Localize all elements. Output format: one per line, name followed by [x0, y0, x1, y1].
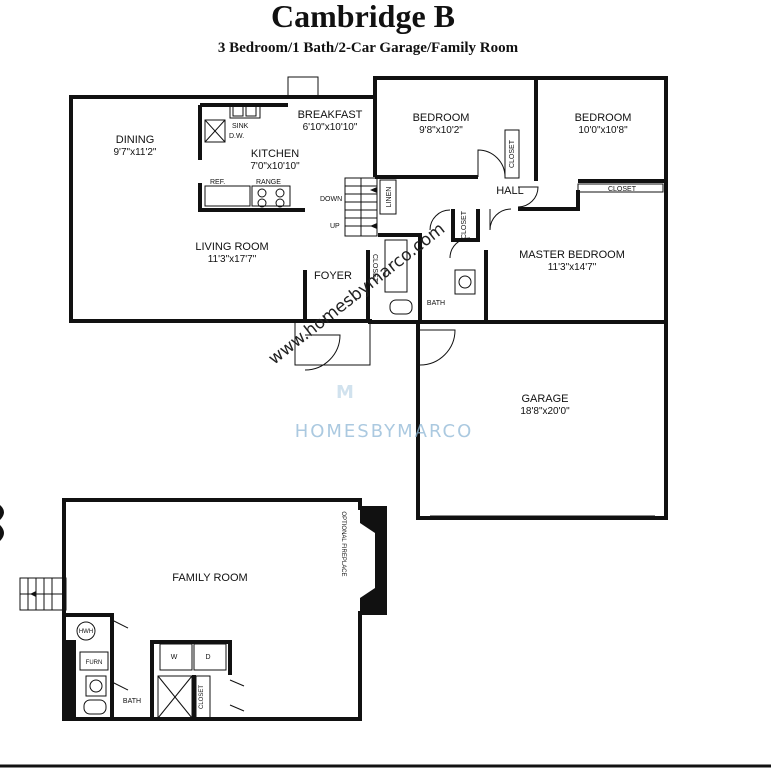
- master-bedroom-dims: 11'3"x14'7": [548, 262, 597, 273]
- dryer: [193, 643, 227, 671]
- lower-sink: [85, 675, 107, 697]
- master-closet-box: [577, 183, 664, 193]
- wall-master-closet: [518, 190, 580, 211]
- washer: [159, 643, 193, 671]
- lower-stairs: [19, 577, 67, 611]
- main-doors: [304, 149, 539, 371]
- door-hwh: [111, 619, 129, 629]
- door-closet: [229, 679, 245, 687]
- dining-label: DINING: [116, 134, 155, 146]
- watermark-brand: HOMESBYMARCO: [295, 421, 474, 442]
- foyer-closet-label: CLOSET: [371, 254, 378, 283]
- water-heater: [76, 621, 96, 641]
- shower: [157, 675, 193, 719]
- wall-closet-hall: [451, 209, 480, 242]
- front-stoop: [294, 321, 371, 366]
- garage-dims: 18'8"x20'0": [520, 406, 570, 417]
- master-closet-label: CLOSET: [608, 186, 637, 193]
- hwh-label: HWH: [79, 629, 93, 635]
- bedroom-closet-box: [504, 129, 520, 179]
- page-subtitle: 3 Bedroom/1 Bath/2-Car Garage/Family Roo…: [218, 40, 519, 56]
- bedroom-1-label: BEDROOM: [413, 112, 470, 124]
- range-label: RANGE: [256, 179, 281, 186]
- lower-closet-box: [195, 675, 211, 719]
- bedroom-2-label: BEDROOM: [575, 112, 632, 124]
- furn-label: FURN: [86, 660, 103, 666]
- door-shower: [229, 704, 245, 712]
- main-bath-label: BATH: [427, 300, 445, 307]
- lower-level: [19, 498, 387, 721]
- family-room-label: FAMILY ROOM: [172, 572, 247, 584]
- chimney: [287, 76, 319, 98]
- utility-block: [64, 640, 76, 718]
- page-edge-mark: [0, 505, 4, 541]
- main-stairs: [344, 177, 378, 237]
- lower-bath-label: BATH: [123, 698, 141, 705]
- hall-label: HALL: [496, 185, 524, 197]
- hall-closet-label: CLOSET: [461, 210, 468, 239]
- breakfast-label: BREAKFAST: [298, 109, 363, 121]
- garage-outline: [416, 322, 668, 520]
- watermark: M HOMESBYMARCO: [295, 382, 474, 442]
- master-bedroom-label: MASTER BEDROOM: [519, 249, 625, 261]
- page-title: Cambridge B: [271, 0, 455, 34]
- breakfast-dims: 6'10"x10'10": [303, 122, 358, 133]
- sink-label: SINK: [232, 123, 249, 130]
- utility-wall: [64, 613, 114, 719]
- foyer-label: FOYER: [314, 270, 352, 282]
- garage-label: GARAGE: [521, 393, 568, 405]
- fireplace-label: OPTIONAL FIREPLACE: [340, 511, 346, 576]
- laundry-wall: [152, 640, 232, 675]
- fireplace-mass: [360, 508, 385, 613]
- dryer-label: D: [205, 654, 210, 661]
- furnace: [79, 651, 109, 671]
- kitchen-dims: 7'0"x10'10": [250, 161, 300, 172]
- washer-label: W: [171, 654, 178, 661]
- lower-toilet: [83, 699, 107, 715]
- ref-label: REF.: [210, 179, 225, 186]
- linen-closet-box: [379, 179, 397, 215]
- garage: [416, 322, 668, 520]
- stairs-down-label: DOWN: [320, 196, 342, 203]
- door-bath: [111, 681, 129, 691]
- stairs-up-label: UP: [330, 223, 340, 230]
- bedroom-1-dims: 9'8"x10'2": [419, 125, 463, 136]
- lower-closet-label: CLOSET: [199, 685, 205, 709]
- watermark-monogram: M: [336, 382, 356, 403]
- wall-bath: [378, 233, 422, 321]
- wall-kitchen-south: [198, 183, 305, 212]
- bedroom-2-dims: 10'0"x10'8": [578, 125, 628, 136]
- bedroom-closet-label: CLOSET: [509, 139, 516, 168]
- dining-dims: 9'7"x11'2": [114, 147, 157, 158]
- living-room-dims: 11'3"x17'7": [208, 254, 257, 265]
- linen-label: LINEN: [386, 187, 393, 208]
- kitchen-fixtures: [204, 103, 291, 208]
- kitchen-label: KITCHEN: [251, 148, 299, 160]
- dishwasher-label: D.W.: [229, 133, 244, 140]
- living-room-label: LIVING ROOM: [195, 241, 268, 253]
- main-bath-fixtures: [384, 239, 476, 315]
